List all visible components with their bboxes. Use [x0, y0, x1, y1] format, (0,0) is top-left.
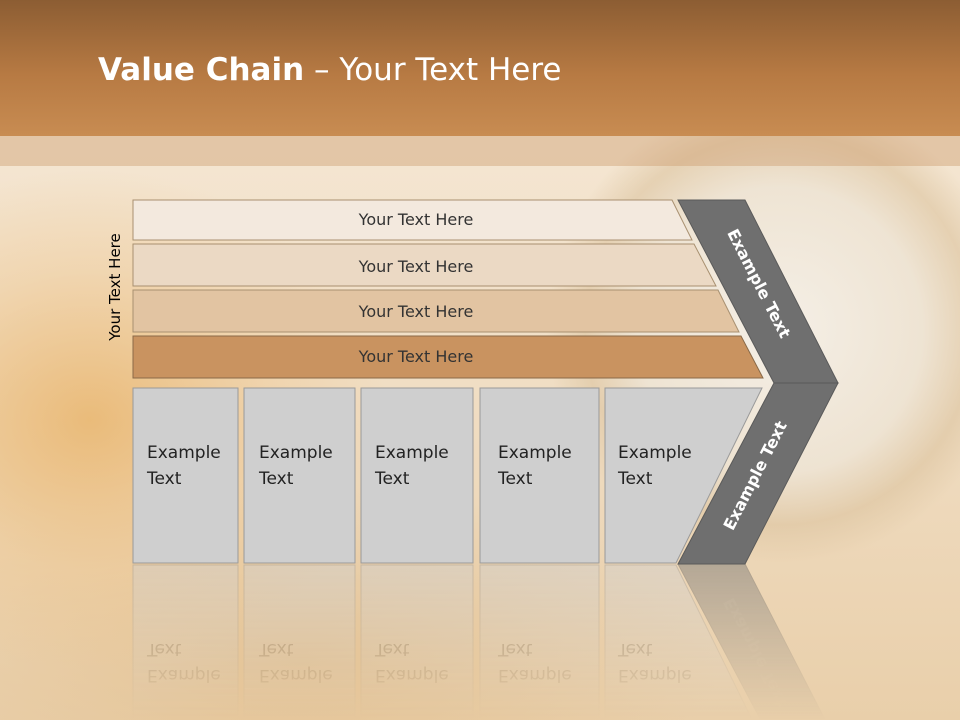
reflection-column-1-line2: Text [146, 639, 182, 659]
support-band-2 [132, 243, 717, 287]
primary-column-3-line1: Example [375, 443, 449, 463]
reflection-column-2-line2: Text [258, 639, 294, 659]
primary-column-5-line1: Example [618, 443, 692, 463]
reflection-column-1 [132, 564, 239, 720]
primary-column-5 [604, 387, 763, 564]
support-band-label-1: Your Text Here [358, 210, 474, 229]
reflection-column-5 [604, 564, 753, 720]
reflection-column-4-line2: Text [497, 639, 533, 659]
reflection-column-2 [243, 564, 356, 720]
primary-column-5-line2: Text [617, 469, 653, 489]
header-band [0, 136, 960, 166]
reflection-column-5-line2: Text [617, 639, 653, 659]
primary-column-4-line1: Example [498, 443, 572, 463]
diagram-reflection: Text Example Text Example Text Example T… [132, 563, 826, 720]
support-band-4 [132, 335, 764, 379]
primary-column-2-line1: Example [259, 443, 333, 463]
reflection-column-3 [360, 564, 474, 720]
support-band-label-2: Your Text Here [358, 257, 474, 276]
reflection-column-3-line2: Text [374, 639, 410, 659]
reflection-column-5-line1: Example [618, 665, 692, 685]
primary-column-3 [360, 387, 474, 564]
header-bar [0, 0, 960, 136]
title-bold: Value Chain [98, 52, 305, 88]
primary-activities: Example Text Example Text Example Text E… [132, 387, 763, 564]
primary-column-4-line2: Text [497, 469, 533, 489]
title-rest: – Your Text Here [304, 52, 562, 88]
primary-column-3-line2: Text [374, 469, 410, 489]
reflection-arrow-lower [677, 563, 826, 720]
support-activities: Your Text Here Your Text Here Your Text … [132, 199, 764, 379]
reflection-column-4 [479, 564, 600, 720]
reflection-column-1-line1: Example [147, 665, 221, 685]
margin-arrow: Example Text Example Text [677, 199, 839, 565]
primary-column-2 [243, 387, 356, 564]
reflection-column-4-line1: Example [498, 665, 572, 685]
slide-title: Value Chain – Your Text Here [98, 52, 561, 88]
reflection-column-3-line1: Example [375, 665, 449, 685]
support-band-label-3: Your Text Here [358, 302, 474, 321]
support-band-3 [132, 289, 740, 333]
support-band-label-4: Your Text Here [358, 347, 474, 366]
support-band-1 [132, 199, 693, 241]
primary-column-1-line1: Example [147, 443, 221, 463]
primary-column-1-line2: Text [146, 469, 182, 489]
reflection-column-2-line1: Example [259, 665, 333, 685]
primary-column-1 [132, 387, 239, 564]
primary-column-4 [479, 387, 600, 564]
primary-column-2-line2: Text [258, 469, 294, 489]
